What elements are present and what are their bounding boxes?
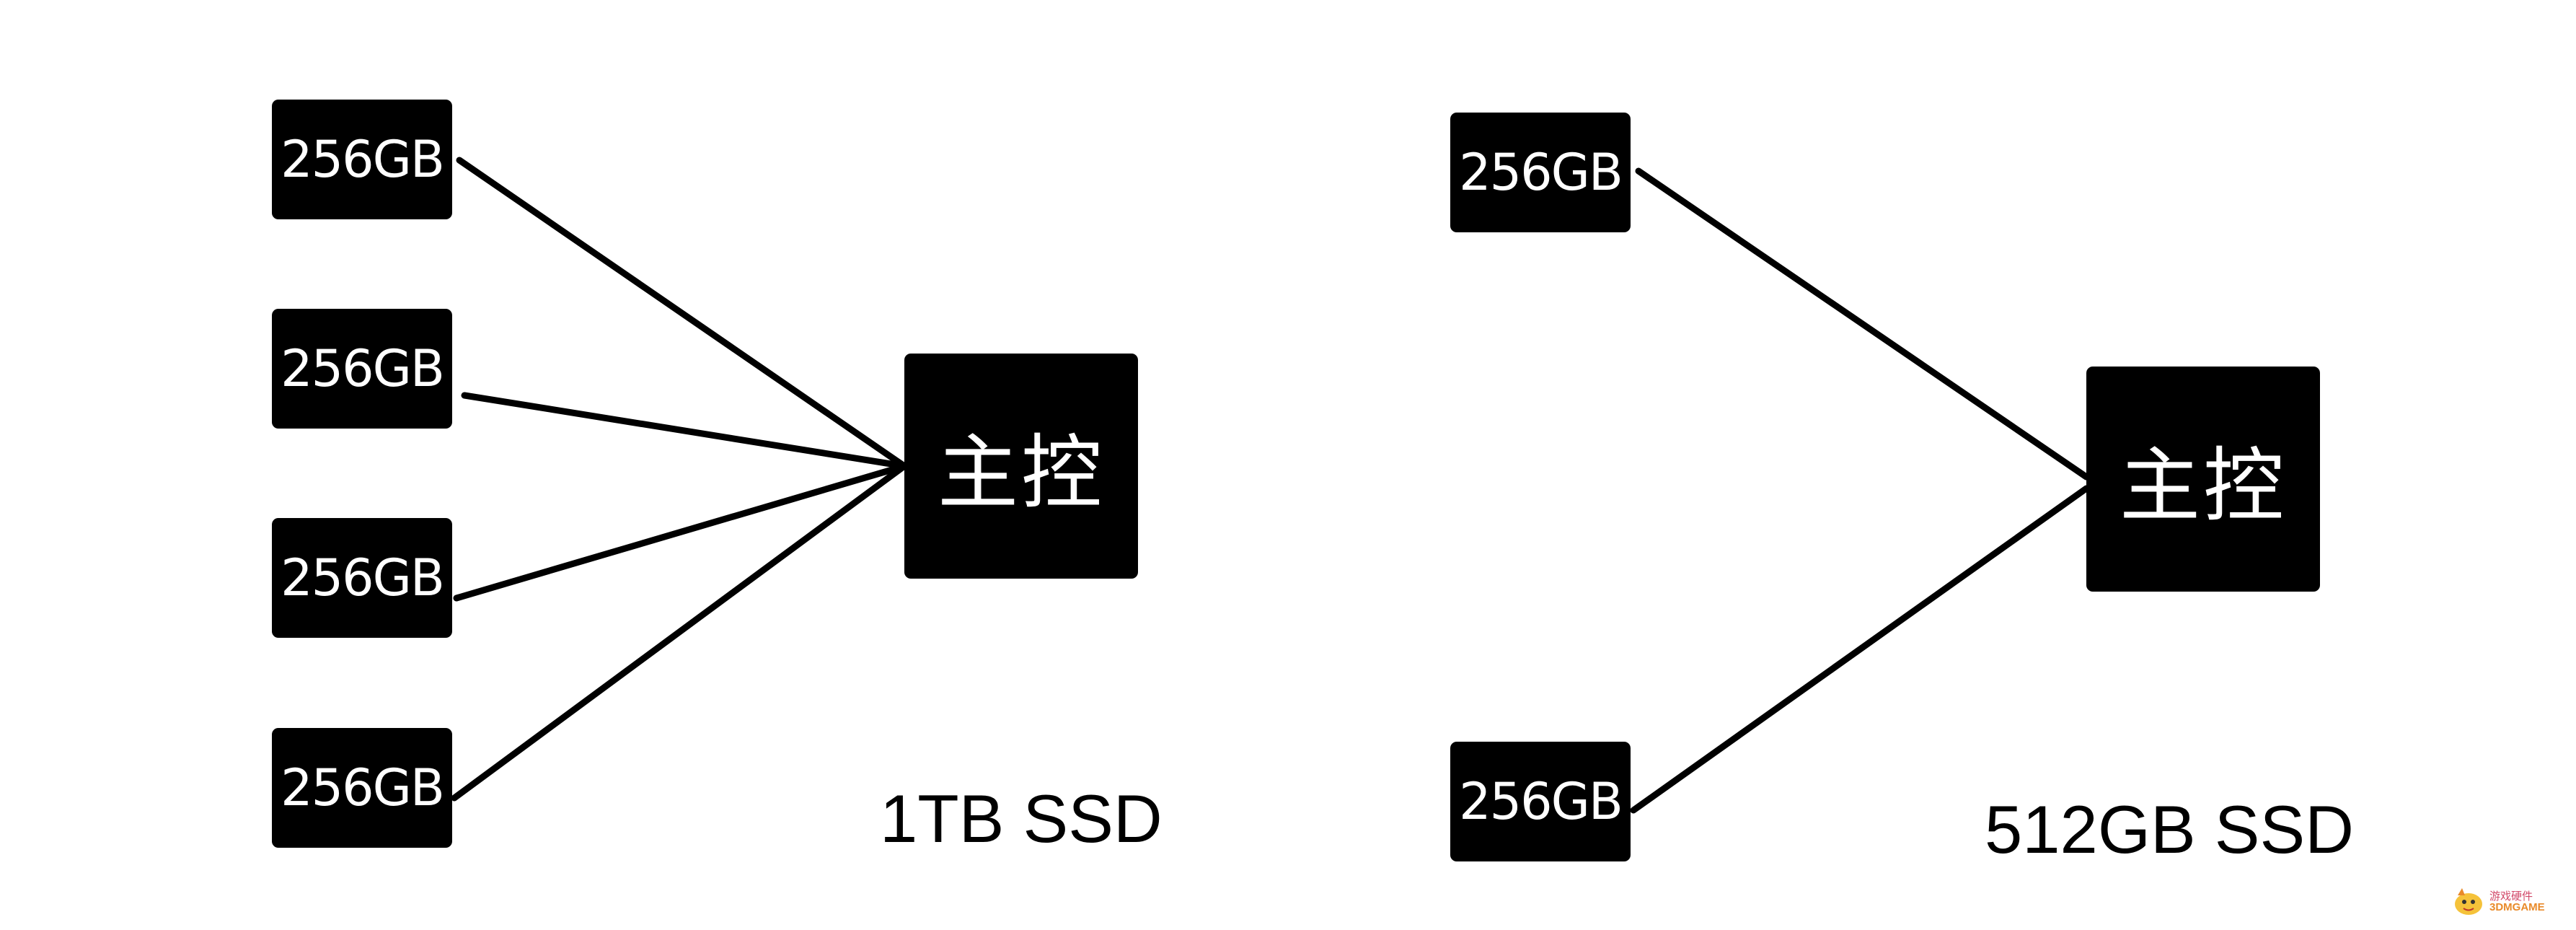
connector-line — [461, 392, 908, 470]
nand-chip-256gb: 256GB — [1450, 113, 1631, 232]
watermark-logo: 游戏硬件 3DMGAME — [2452, 882, 2560, 922]
diagram-caption-512gb: 512GB SSD — [1985, 791, 2355, 867]
controller-box: 主控 — [904, 354, 1138, 579]
watermark-text-en: 3DMGAME — [2489, 901, 2545, 913]
controller-box: 主控 — [2086, 367, 2320, 592]
diagram-caption-1tb: 1TB SSD — [880, 781, 1163, 856]
connector-line — [1630, 485, 2090, 814]
connector-line — [451, 462, 908, 802]
mascot-icon — [2455, 888, 2482, 915]
connector-line — [456, 157, 908, 470]
connector-line — [1635, 167, 2090, 481]
nand-chip-256gb: 256GB — [272, 100, 452, 219]
nand-chip-256gb: 256GB — [272, 728, 452, 848]
nand-chip-256gb: 256GB — [272, 309, 452, 429]
nand-chip-256gb: 256GB — [1450, 742, 1631, 861]
connector-line — [453, 462, 908, 602]
watermark-text-cn: 游戏硬件 — [2489, 890, 2533, 903]
nand-chip-256gb: 256GB — [272, 518, 452, 638]
